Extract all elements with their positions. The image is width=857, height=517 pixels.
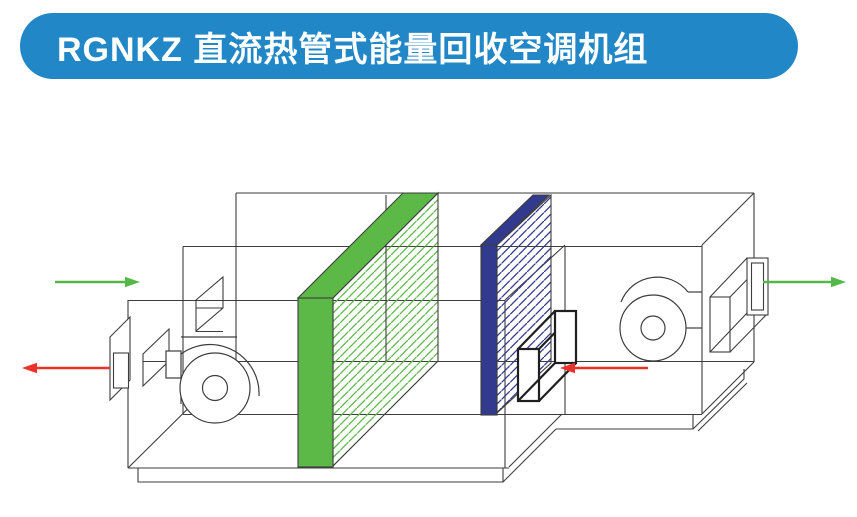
left-fan-discharge bbox=[165, 350, 182, 379]
left-outlet-duct bbox=[109, 315, 131, 402]
header-banner: RGNKZ 直流热管式能量回收空调机组 bbox=[20, 13, 798, 79]
red-arrow-left bbox=[22, 362, 110, 374]
green-arrow-right bbox=[763, 276, 846, 288]
green-arrow-left bbox=[55, 276, 140, 288]
left-scroll-fan bbox=[165, 336, 260, 424]
right-outlet-duct bbox=[709, 257, 769, 353]
right-duct-mount bbox=[709, 296, 731, 353]
green-hatched-panel bbox=[296, 191, 440, 468]
page-title: RGNKZ 直流热管式能量回收空调机组 bbox=[57, 30, 649, 69]
green-panel-front-edge bbox=[297, 297, 334, 468]
left-fan-volute bbox=[170, 343, 260, 397]
right-scroll-fan bbox=[619, 276, 702, 362]
blue-hatched-panel bbox=[479, 193, 552, 416]
right-fan-hub bbox=[640, 315, 666, 341]
middle-duct-flange bbox=[553, 309, 578, 365]
airflow-arrows bbox=[22, 276, 846, 374]
right-fan-volute bbox=[620, 276, 689, 303]
blue-panel-front-edge bbox=[480, 244, 498, 416]
base-plinth-lines bbox=[137, 369, 748, 483]
partition-window-frames bbox=[142, 275, 224, 388]
red-arrow-middle bbox=[560, 362, 648, 374]
right-duct-flange bbox=[746, 257, 769, 316]
middle-return-duct bbox=[516, 309, 578, 403]
left-fan-hub bbox=[201, 374, 229, 402]
middle-duct-body bbox=[516, 347, 541, 403]
left-duct-stub bbox=[112, 352, 130, 389]
right-duct-flange-inner bbox=[750, 262, 765, 311]
